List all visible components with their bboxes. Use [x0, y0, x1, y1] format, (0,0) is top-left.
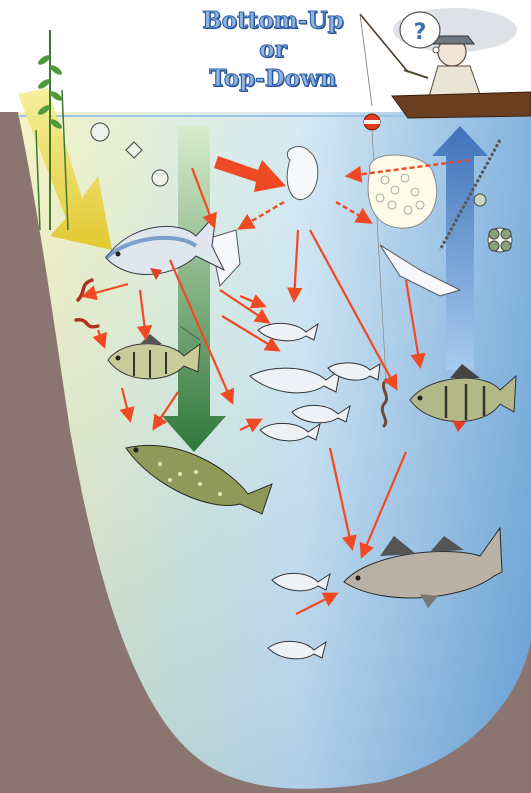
- question-mark: ?: [414, 20, 427, 45]
- boat-icon: [392, 92, 531, 118]
- diagram-title: Bottom-Up or Top-Down: [188, 6, 358, 93]
- title-line-1: Bottom-Up: [188, 6, 358, 35]
- title-line-3: Top-Down: [188, 64, 358, 93]
- title-line-2: or: [188, 35, 358, 64]
